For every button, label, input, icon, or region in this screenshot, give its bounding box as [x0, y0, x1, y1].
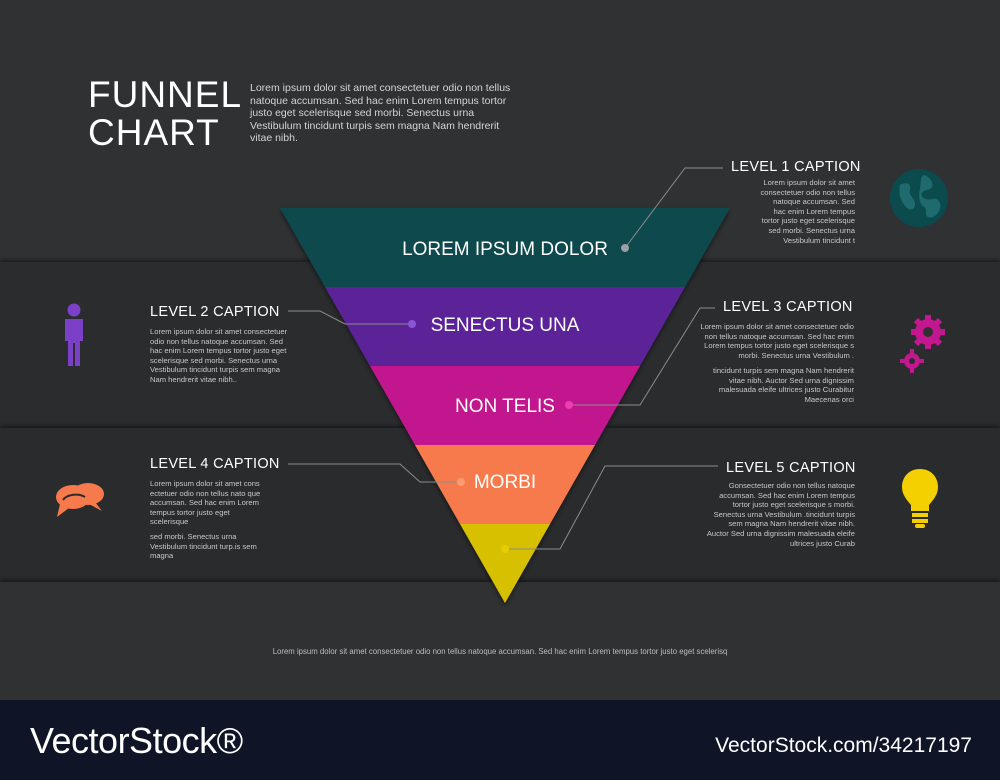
connector-line-level1 [624, 167, 723, 249]
level3-caption-text-2: tincidunt turpis sem magna Nam hendrerit… [713, 366, 854, 404]
title-line-1: FUNNEL [88, 74, 243, 115]
level2-caption-text: Lorem ipsum dolor sit amet consectetuer … [150, 327, 288, 384]
infographic-canvas: FUNNEL CHART Lorem ipsum dolor sit amet … [0, 75, 1000, 700]
level4-caption-text-2: sed morbi. Senectus urna Vestibulum tinc… [150, 532, 257, 561]
intro-text: Lorem ipsum dolor sit amet consectetuer … [250, 82, 511, 144]
level4-caption-text-1: Lorem ipsum dolor sit amet cons ectetuer… [150, 479, 261, 527]
speech-bubbles-icon [56, 483, 104, 517]
funnel-level-2-label: SENECTUS UNA [431, 315, 580, 336]
connector-dot-level2 [408, 320, 416, 328]
page-title: FUNNEL CHART [88, 76, 242, 152]
funnel-level-4-label: MORBI [474, 472, 536, 493]
globe-icon [890, 169, 948, 227]
connector-line-level5 [505, 465, 718, 550]
funnel-level-3-label: NON TELIS [455, 396, 555, 417]
funnel-level-3 [370, 366, 640, 445]
level5-caption-text: Gonsectetuer odio non tellus natoque acc… [706, 481, 855, 548]
level2-caption-title: LEVEL 2 CAPTION [150, 304, 280, 320]
connector-dot-level1 [621, 244, 629, 252]
connector-line-level2 [288, 310, 412, 325]
connector-line-level4 [288, 463, 461, 483]
funnel-level-4 [415, 445, 595, 524]
connector-dot-level5 [501, 545, 509, 553]
funnel-level-1-label: LOREM IPSUM DOLOR [402, 239, 608, 260]
person-icon [65, 303, 83, 366]
connector-line-level3 [569, 307, 715, 406]
funnel-level-1 [280, 208, 730, 287]
funnel-diagram: LOREM IPSUM DOLOR SENECTUS UNA NON TELIS MO… [280, 167, 730, 603]
watermark-brand: VectorStock® [30, 720, 243, 761]
level5-caption-title: LEVEL 5 CAPTION [726, 460, 856, 476]
watermark-id: VectorStock.com/34217197 [715, 734, 972, 757]
gears-icon [900, 315, 945, 373]
funnel-level-5 [460, 524, 550, 603]
title-line-2: CHART [88, 112, 220, 153]
footer-note: Lorem ipsum dolor sit amet consectetuer … [272, 647, 728, 656]
connector-dot-level4 [457, 478, 465, 486]
background-band [0, 582, 1000, 700]
level3-caption-title: LEVEL 3 CAPTION [723, 299, 853, 315]
level3-caption-text-1: Lorem ipsum dolor sit amet consectetuer … [700, 322, 854, 360]
funnel-level-2 [325, 287, 685, 366]
level1-caption-text: Lorem ipsum dolor sit amet consectetuer … [760, 178, 855, 245]
connector-dot-level3 [565, 401, 573, 409]
watermark-bar [0, 700, 1000, 780]
level1-caption-title: LEVEL 1 CAPTION [731, 159, 861, 175]
lightbulb-icon [902, 469, 938, 528]
level4-caption-title: LEVEL 4 CAPTION [150, 456, 280, 472]
